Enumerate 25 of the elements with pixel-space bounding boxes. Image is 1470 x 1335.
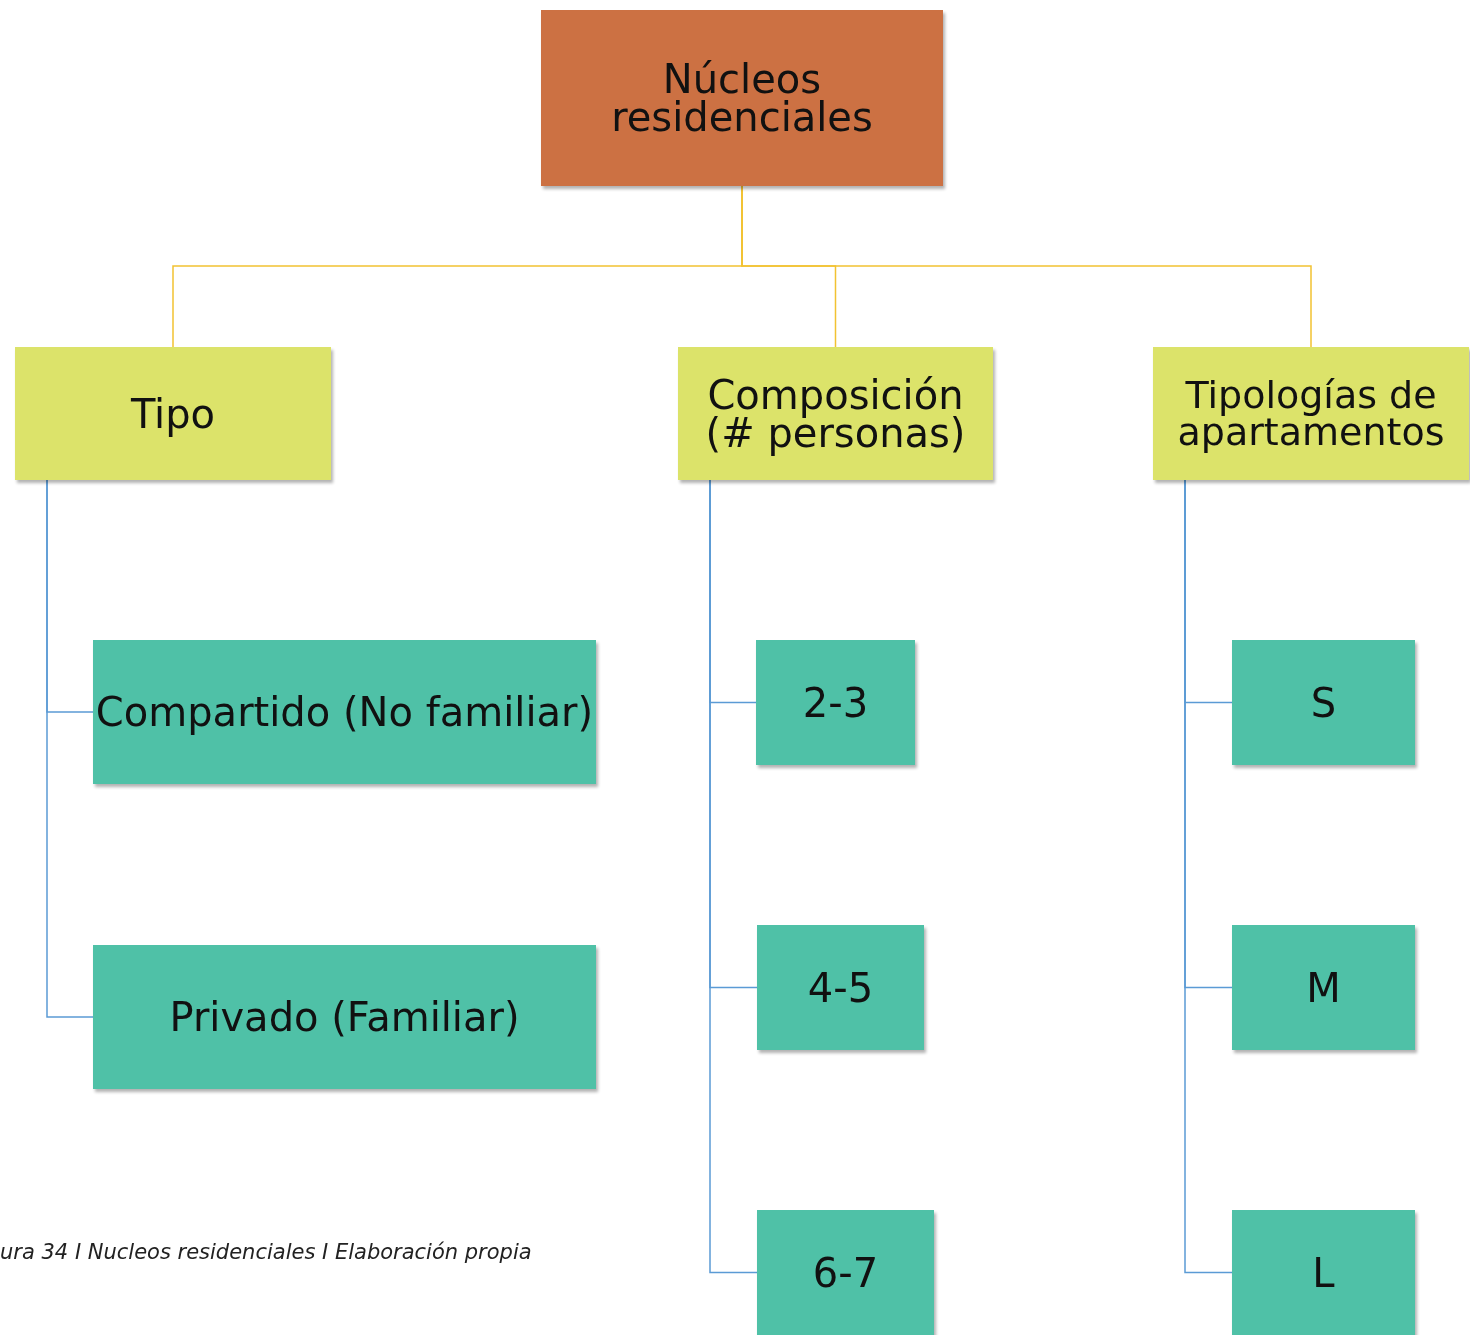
- figure-caption: ura 34 I Nucleos residenciales I Elaboración propia: [0, 1240, 532, 1264]
- connector-line: [1184, 479, 1233, 1274]
- box-label: S: [1310, 683, 1337, 722]
- category-box: [541, 10, 943, 186]
- category-box: [93, 945, 596, 1089]
- box-label: 6-7: [812, 1253, 879, 1292]
- box-label: L: [1312, 1253, 1335, 1292]
- category-box: [15, 347, 331, 480]
- category-box: [1232, 925, 1415, 1050]
- category-box: [757, 925, 924, 1050]
- connector-line: [46, 479, 94, 1018]
- category-box: [757, 1210, 934, 1335]
- box-label: M: [1306, 968, 1341, 1007]
- category-box: [1153, 347, 1469, 480]
- connector-line: [709, 479, 758, 1274]
- category-box: [678, 347, 993, 480]
- category-box: [93, 640, 596, 784]
- box-label: 4-5: [807, 968, 874, 1007]
- connector-line: [741, 185, 1312, 348]
- box-label: 2-3: [802, 683, 869, 722]
- category-box: [1232, 1210, 1415, 1335]
- box-label: Núcleos residenciales: [610, 60, 874, 136]
- category-box: [1232, 640, 1415, 765]
- box-label: Privado (Familiar): [169, 998, 520, 1036]
- category-box: [756, 640, 915, 765]
